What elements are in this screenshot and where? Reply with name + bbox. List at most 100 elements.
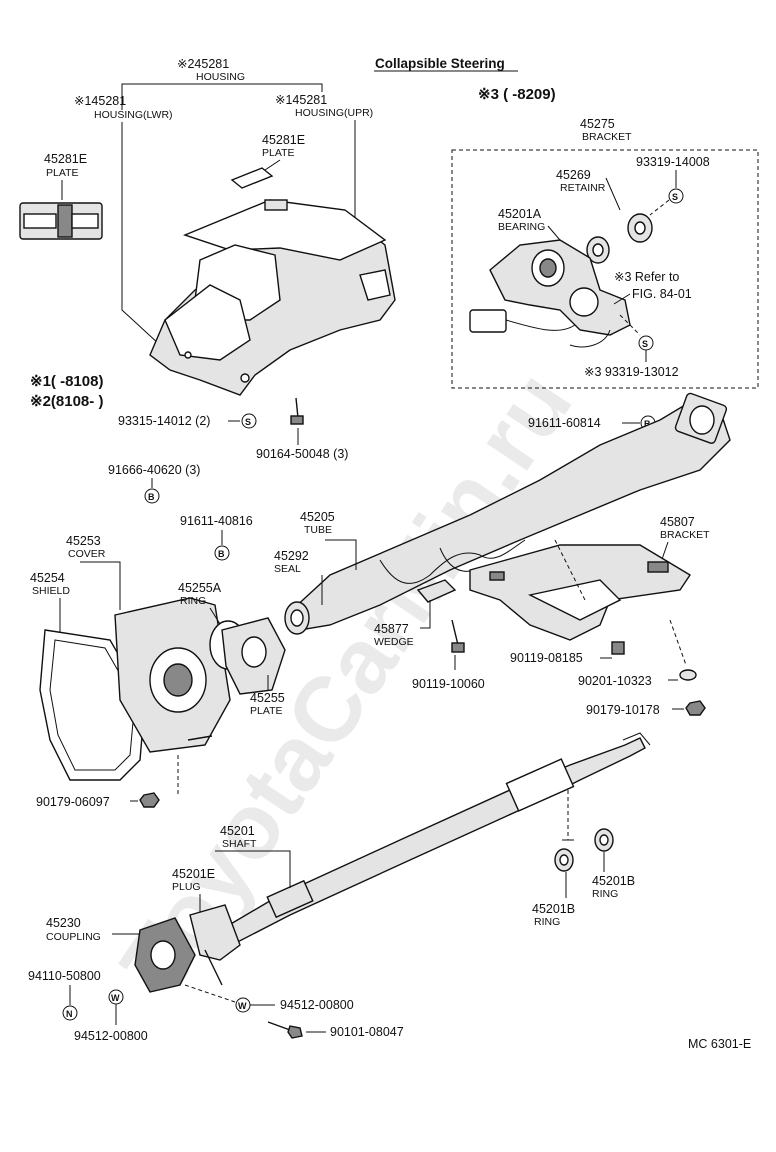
svg-text:B: B	[644, 419, 651, 429]
diagram-code: MC 6301-E	[688, 1037, 751, 1051]
label-45230-name: COUPLING	[46, 931, 101, 943]
label-45281-lwr-num: ※145281	[74, 94, 126, 108]
bolt-90119-08185	[611, 641, 625, 655]
tube-45205-group: 91611-60814 B 45205 TUBE 45292 SEAL 9161…	[180, 392, 731, 691]
label-45201b-a-name: RING	[534, 916, 560, 928]
pn-91611-40816: 91611-40816	[180, 514, 253, 528]
label-45201b-a-num: 45201B	[532, 902, 575, 916]
label-45281-upr-name: HOUSING(UPR)	[295, 107, 373, 119]
svg-text:W: W	[111, 993, 120, 1003]
bracket-45807-group: 45807 BRACKET 90119-08185 90201-10323 90…	[469, 515, 710, 717]
pn-93319-14008: 93319-14008	[636, 155, 710, 169]
coupling-group: 45230 COUPLING W 94512-00800 90101-08047…	[28, 904, 404, 1043]
svg-text:S: S	[672, 192, 678, 202]
label-45281e-plate-num: 45281E	[262, 133, 305, 147]
label-45269-num: 45269	[556, 168, 591, 182]
svg-text:N: N	[66, 1009, 73, 1019]
housing-group: ※245281 HOUSING ※145281 HOUSING(LWR) ※14…	[19, 57, 396, 410]
s-symbol-1	[241, 413, 257, 429]
label-45269-name: RETAINR	[560, 182, 606, 194]
pn-90119-10060: 90119-10060	[412, 677, 485, 691]
column-tube	[291, 401, 731, 631]
refer-note-num: ※3 Refer to	[614, 270, 679, 284]
label-45201b-b-num: 45201B	[592, 874, 635, 888]
label-45201a-num: 45201A	[498, 207, 542, 221]
label-45281e-left-name: PLATE	[46, 167, 78, 179]
label-45201a-name: BEARING	[498, 221, 545, 233]
label-45255a-name: RING	[180, 595, 206, 607]
label-45201e-num: 45201E	[172, 867, 215, 881]
label-45292-name: SEAL	[274, 563, 301, 575]
screw-90164-50048	[290, 397, 304, 425]
bolt-90119-10060	[451, 619, 465, 653]
label-45807-num: 45807	[660, 515, 695, 529]
label-45253-name: COVER	[68, 548, 106, 560]
label-45275-num: 45275	[580, 117, 615, 131]
pn-90201-10323: 90201-10323	[578, 674, 652, 688]
label-45275-name: BRACKET	[582, 131, 632, 143]
nut-90179-10178	[685, 700, 706, 716]
svg-text:S: S	[642, 339, 648, 349]
pn-94512-00800-right: 94512-00800	[280, 998, 354, 1012]
label-45255-name: PLATE	[250, 705, 282, 717]
column-lock-assembly	[469, 239, 631, 348]
label-45254-name: SHIELD	[32, 585, 70, 597]
pn-90119-08185: 90119-08185	[510, 651, 583, 665]
pn-90179-10178: 90179-10178	[586, 703, 660, 717]
bracket-dashed-box	[451, 149, 759, 389]
label-45253-num: 45253	[66, 534, 101, 548]
label-45255-num: 45255	[250, 691, 285, 705]
label-45877-name: WEDGE	[374, 636, 414, 648]
label-45254-num: 45254	[30, 571, 65, 585]
svg-text:B: B	[218, 549, 225, 559]
plate-45281e-emblem	[19, 202, 103, 240]
note-2: ※2(8108- )	[30, 393, 103, 410]
note-3: ※3 ( -8209)	[478, 86, 556, 103]
s-symbol-2	[668, 188, 684, 204]
label-45281e-left-num: 45281E	[44, 152, 87, 166]
cover-group: 91666-40620 (3) B 45253 COVER 45254 SHIE…	[30, 463, 286, 809]
label-45281-housing-num: ※245281	[177, 57, 229, 71]
steering-column-housing	[149, 199, 396, 396]
pn-94512-00800-left: 94512-00800	[74, 1029, 148, 1043]
n-symbol-1	[62, 1005, 78, 1021]
svg-text:W: W	[238, 1001, 247, 1011]
b-symbol-3	[144, 488, 160, 504]
plate-45281e-small	[230, 167, 274, 189]
label-45281-housing-name: HOUSING	[196, 71, 245, 83]
nut-90179-06097	[139, 792, 160, 808]
label-45201e-name: PLUG	[172, 881, 201, 893]
pn-91666-40620: 91666-40620 (3)	[108, 463, 200, 477]
label-45205-name: TUBE	[304, 524, 332, 536]
pn-90164-50048: 90164-50048 (3)	[256, 447, 348, 461]
wedge-45877	[416, 579, 457, 603]
note-1: ※1( -8108)	[30, 373, 103, 390]
label-45201-name: SHAFT	[222, 838, 257, 850]
label-45292-num: 45292	[274, 549, 309, 563]
svg-text:S: S	[245, 417, 251, 427]
housing-fasteners: 93315-14012 (2) S 90164-50048 (3)	[118, 397, 348, 461]
label-45205-num: 45205	[300, 510, 335, 524]
svg-text:B: B	[148, 492, 155, 502]
label-45255a-num: 45255A	[178, 581, 222, 595]
bracket-45275-group: ※3 ( -8209) 45275 BRACKET 45269 RETAINR …	[451, 86, 759, 389]
label-45230-num: 45230	[46, 916, 81, 930]
bolt-90101-08047	[267, 1021, 303, 1039]
label-45877-num: 45877	[374, 622, 409, 636]
label-45281-lwr-name: HOUSING(LWR)	[94, 109, 173, 121]
shaft-group: 45201 SHAFT 45201E PLUG 45201B RING 4520…	[172, 732, 651, 951]
refer-note-name: FIG. 84-01	[632, 287, 692, 301]
label-45201-num: 45201	[220, 824, 255, 838]
pn-91611-60814: 91611-60814	[528, 416, 601, 430]
label-45807-name: BRACKET	[660, 529, 710, 541]
diagram-title: Collapsible Steering	[375, 56, 505, 71]
label-45281-upr-num: ※145281	[275, 93, 327, 107]
label-45201b-b-name: RING	[592, 888, 618, 900]
pn-93319-13012: ※3 93319-13012	[584, 365, 679, 379]
b-symbol-2	[214, 545, 230, 561]
label-45281e-plate-name: PLATE	[262, 147, 294, 159]
pn-93315-14012: 93315-14012 (2)	[118, 414, 210, 428]
pn-90179-06097: 90179-06097	[36, 795, 110, 809]
pn-94110-50800: 94110-50800	[28, 969, 101, 983]
